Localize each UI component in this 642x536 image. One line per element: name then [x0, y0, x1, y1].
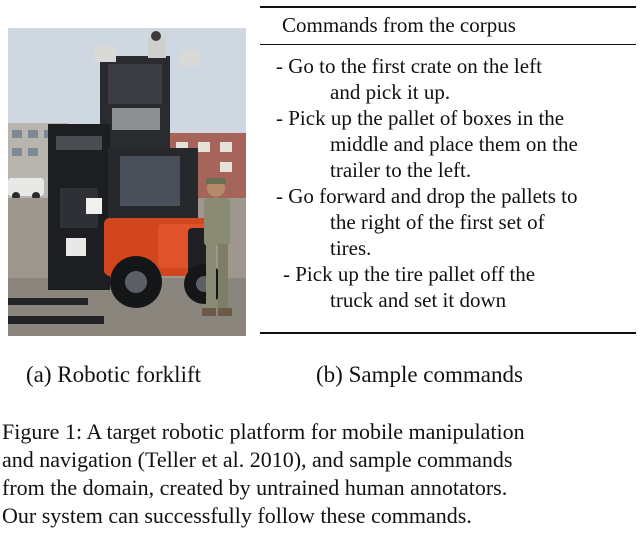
command-item: - Pick up the pallet of boxes in the mid…	[276, 105, 636, 183]
command-line: - Go to the first crate on the left	[276, 54, 542, 78]
table-top-rule	[260, 6, 636, 8]
commands-table: Commands from the corpus - Go to the fir…	[260, 6, 636, 336]
command-item: - Go to the first crate on the left and …	[276, 53, 636, 105]
caption-line: Our system can successfully follow these…	[2, 503, 472, 528]
fork-upper	[8, 298, 88, 305]
fork-lower	[8, 316, 104, 324]
camera-center	[148, 38, 166, 58]
command-line: - Go forward and drop the pallets to	[276, 184, 578, 208]
person-body	[204, 198, 230, 246]
caption-line: Figure 1: A target robotic platform for …	[2, 419, 525, 444]
camera-right	[180, 50, 200, 66]
table-header-rule	[260, 44, 636, 45]
command-line: truck and set it down	[330, 288, 507, 312]
command-line: middle and place them on the	[330, 132, 578, 156]
command-line: and pick it up.	[330, 80, 451, 104]
forklift-illustration	[8, 28, 246, 336]
command-line: - Pick up the pallet of boxes in the	[276, 106, 565, 130]
subcaption-b: (b) Sample commands	[316, 362, 523, 387]
command-line: the right of the first set of	[330, 210, 545, 234]
command-list: - Go to the first crate on the left and …	[276, 53, 636, 313]
caption-line: and navigation (Teller et al. 2010), and…	[2, 447, 513, 472]
command-line: trailer to the left.	[330, 158, 472, 182]
forklift-photo	[8, 28, 246, 336]
command-line: - Pick up the tire pallet off the	[283, 262, 536, 286]
command-item: - Pick up the tire pallet off the truck …	[276, 261, 636, 313]
command-item: - Go forward and drop the pallets to the…	[276, 183, 636, 261]
camera-left	[94, 46, 116, 62]
caption-line: from the domain, created by untrained hu…	[2, 475, 508, 500]
parked-car	[8, 178, 44, 196]
subcaption-a: (a) Robotic forklift	[26, 362, 202, 387]
table-header: Commands from the corpus	[282, 13, 516, 37]
table-bottom-rule	[260, 332, 636, 334]
figure-caption: Figure 1: A target robotic platform for …	[2, 418, 636, 530]
command-line: tires.	[330, 236, 372, 260]
